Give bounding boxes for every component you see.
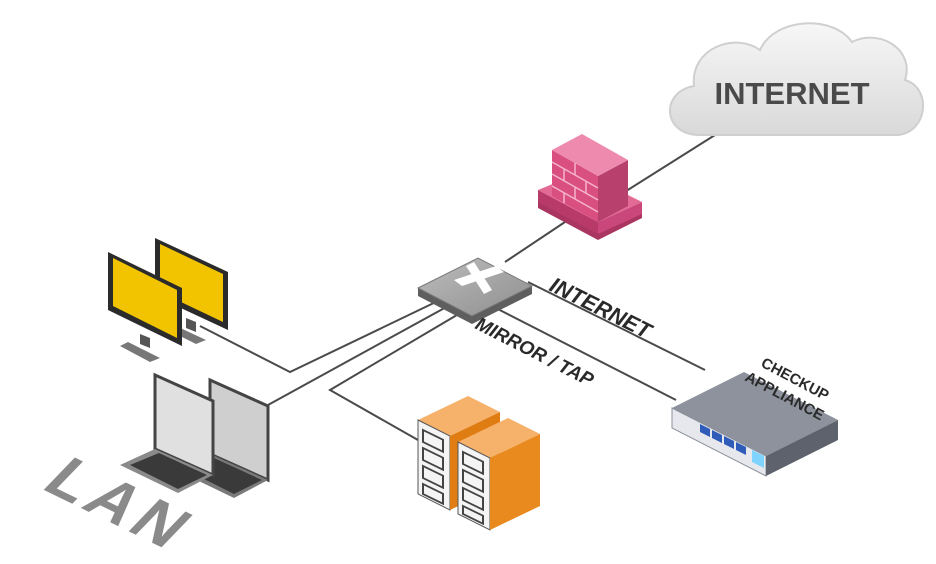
link-switch-monitors: [199, 299, 441, 374]
mirror-tap-link-label: MIRROR / TAP: [472, 314, 597, 392]
laptops-icon: [120, 372, 270, 498]
cloud-shape: [668, 22, 925, 136]
laptop-front: [120, 372, 215, 493]
internet-cloud-label: INTERNET: [715, 76, 870, 111]
internet-cloud: INTERNET: [668, 22, 925, 136]
internet-link-label: INTERNET: [546, 272, 657, 344]
link-cloud-firewall: [611, 134, 716, 201]
monitor-front: [108, 252, 182, 362]
link-switch-servers: [328, 311, 463, 441]
connection-lines: [199, 134, 716, 441]
switch-icon: [416, 257, 534, 324]
server-front: [457, 418, 540, 531]
link-switch-laptops: [267, 304, 451, 406]
firewall-icon: [538, 134, 642, 240]
link-firewall-switch: [504, 221, 566, 263]
link-mirror-tap: [489, 304, 677, 401]
checkup-appliance-icon: [671, 372, 838, 477]
servers-icon: [417, 396, 540, 531]
link-internet: [527, 281, 706, 371]
desktop-monitors-icon: [108, 238, 228, 362]
